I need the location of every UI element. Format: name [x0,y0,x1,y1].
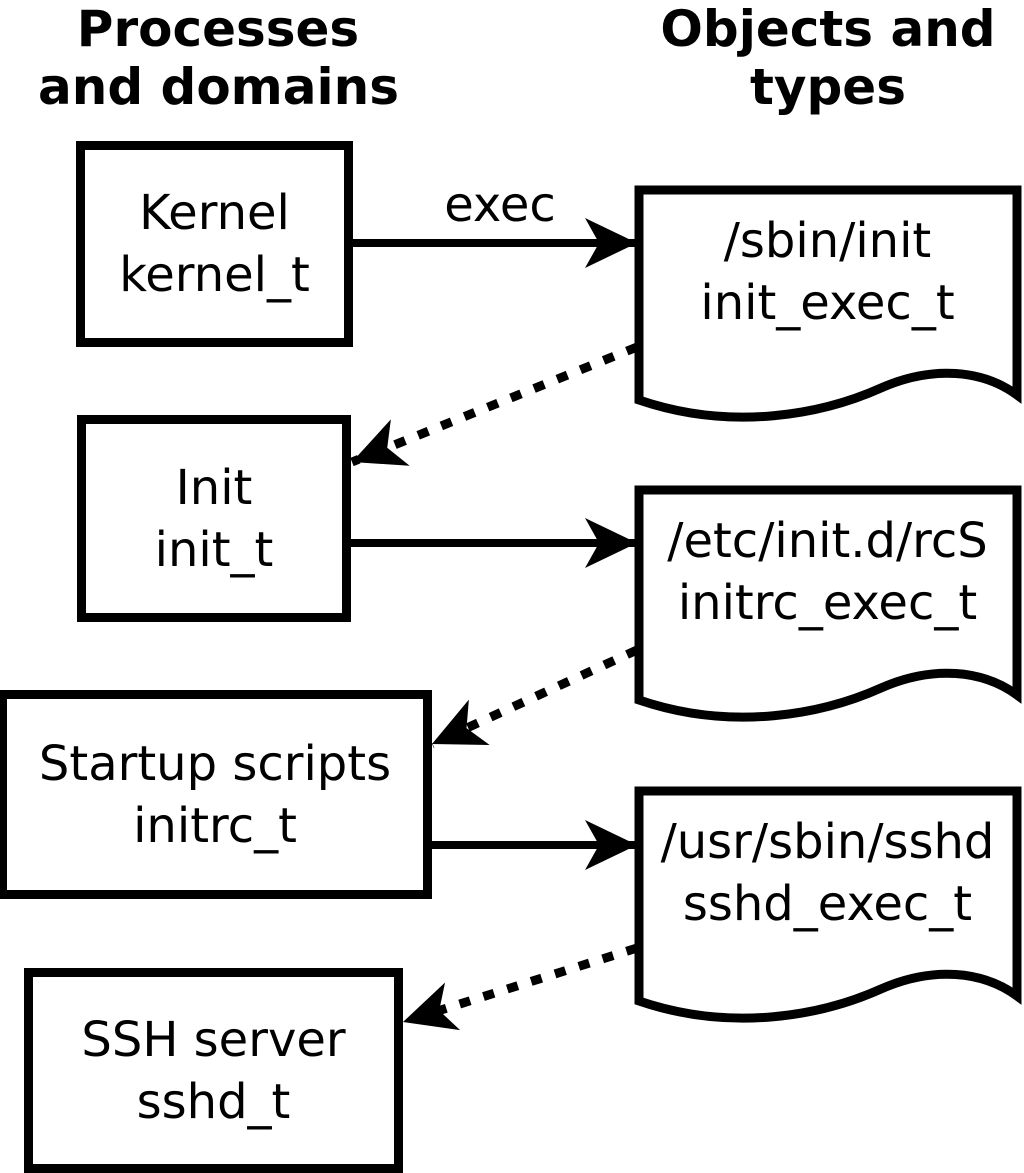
document-node-usr-sbin-sshd: /usr/sbin/sshd sshd_exec_t [633,785,1022,1037]
process-name: Kernel [139,185,290,241]
column-header-processes-line1: Processes [76,0,360,58]
process-node-init: Init init_t [77,415,351,622]
object-path: /sbin/init [723,213,932,269]
process-name: Init [175,459,253,516]
document-node-etc-initd-rcs: /etc/init.d/rcS initrc_exec_t [633,484,1022,736]
object-type: initrc_exec_t [677,575,978,631]
document-shape-icon [634,185,1022,422]
process-name: SSH server [81,1011,346,1068]
edge-label-exec: exec [444,177,556,233]
column-header-objects-line2: types [750,58,906,116]
column-header-objects: Objects and types [648,0,1008,116]
document-node-sbin-init: /sbin/init init_exec_t [633,184,1022,436]
object-path: /etc/init.d/rcS [667,513,988,569]
column-header-processes: Processes and domains [38,0,400,116]
process-domain: kernel_t [119,247,310,303]
object-type: sshd_exec_t [682,876,973,932]
process-name: Startup scripts [38,735,392,792]
transition-arrow-rcs-to-startup-scripts [430,645,639,749]
object-path: /usr/sbin/sshd [660,814,995,870]
document-shape-icon [634,485,1022,722]
process-domain: init_t [154,521,274,578]
process-domain: initrc_t [133,797,297,854]
object-type: init_exec_t [700,275,955,331]
column-header-processes-line2: and domains [38,58,400,116]
transition-arrow-sshd-exec-to-ssh-server [401,943,639,1031]
process-node-startup-scripts: Startup scripts initrc_t [0,690,432,899]
process-node-ssh-server: SSH server sshd_t [24,968,403,1173]
process-domain: sshd_t [136,1073,291,1130]
process-node-kernel: Kernel kernel_t [76,141,353,347]
column-header-objects-line1: Objects and [660,0,996,58]
transition-arrow-sbin-init-to-init [350,342,639,467]
document-shape-icon [634,786,1022,1023]
